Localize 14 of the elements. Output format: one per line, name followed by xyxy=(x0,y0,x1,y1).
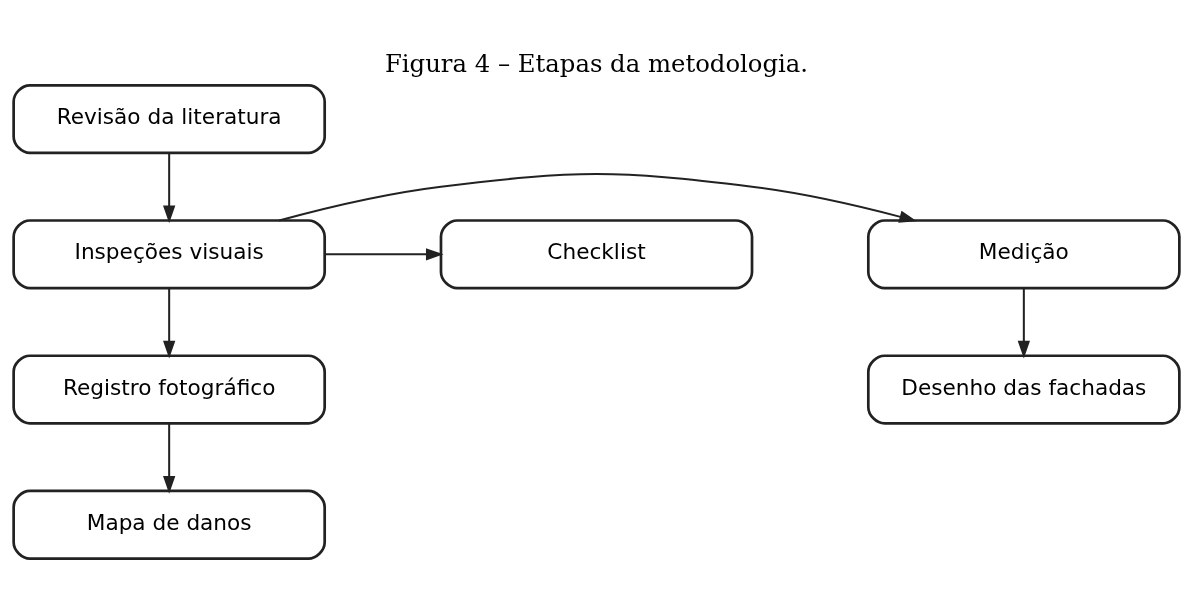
node-box: Registro fotográfico xyxy=(12,353,327,425)
node-box: Revisão da literatura xyxy=(12,83,327,154)
arrow xyxy=(278,172,917,223)
arrow xyxy=(163,152,176,223)
arrow xyxy=(1017,287,1030,358)
node-box: Mapa de danos xyxy=(12,489,327,560)
node-box: Desenho das fachadas xyxy=(866,353,1181,425)
arrow xyxy=(163,423,176,494)
node-box: Medição xyxy=(866,218,1181,289)
diagram-title: Figura 4 – Etapas da metodologia. xyxy=(384,48,809,78)
node-box: Inspeções visuais xyxy=(12,218,327,289)
arrow xyxy=(163,287,176,358)
node-box: Checklist xyxy=(439,218,754,289)
arrow xyxy=(324,247,444,260)
